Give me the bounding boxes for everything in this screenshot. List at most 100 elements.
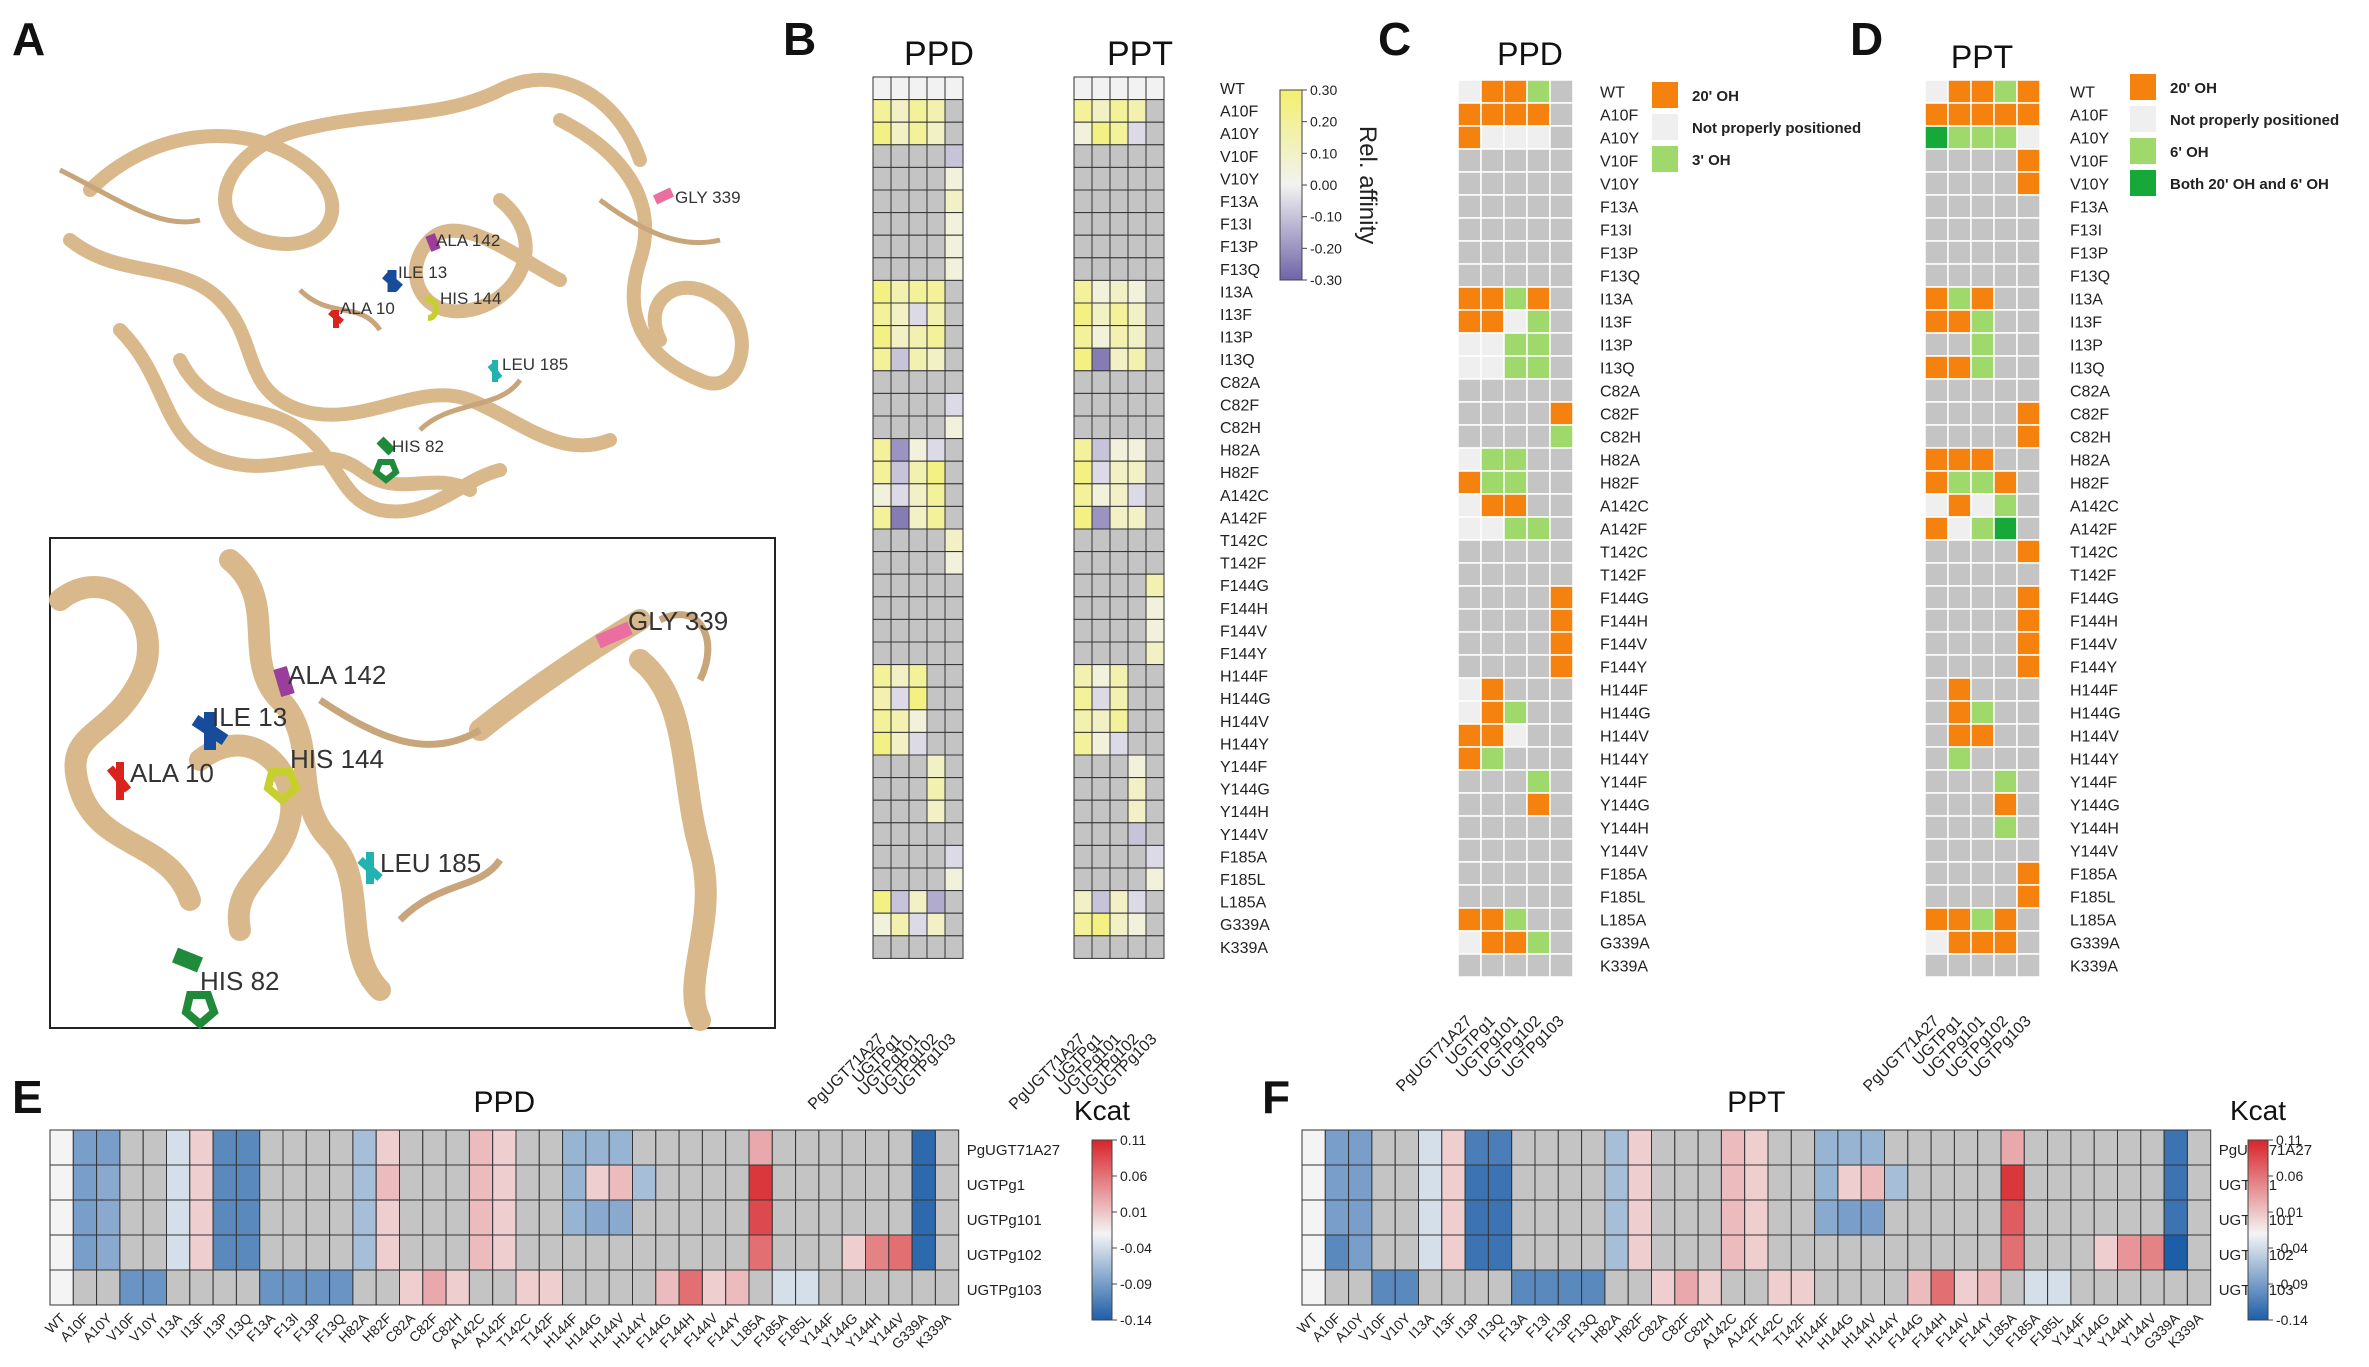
b-row-label-h144v: H144V	[1220, 714, 1269, 731]
c-cell-t142f-ugtpg101	[1503, 562, 1528, 587]
d-cell-h82f-ugtpg1	[1947, 470, 1972, 495]
c-cell-h82f-pgugt71a27	[1457, 470, 1482, 495]
d-row-label-f144y: F144Y	[2070, 659, 2117, 676]
e-cell-ugtpg1-y144f	[818, 1164, 843, 1201]
c-cell-a10y-ugtpg103	[1549, 125, 1574, 150]
b-ppt-cell-c82a-ugtpg103	[1145, 370, 1165, 394]
b-colorbar-tick-label: 0.20	[1310, 114, 1337, 130]
e-cell-pgugt71a27-f185a	[771, 1129, 797, 1166]
b-ppd-cell-h144v-ugtpg101	[908, 709, 928, 733]
d-cell-a142c-pgugt71a27	[1924, 493, 1949, 518]
highlighted-residues-zoom	[106, 621, 633, 1030]
e-cell-ugtpg103-h144g	[585, 1269, 610, 1306]
b-ppd-cell-l185a-ugtpg102	[926, 890, 946, 914]
b-ppd-cell-a142c-ugtpg103	[944, 483, 964, 507]
d-cell-y144g-ugtpg101	[1970, 792, 1995, 817]
f-cell-ugtpg102-f13a	[1511, 1234, 1536, 1271]
d-cell-i13p-pgugt71a27	[1924, 332, 1949, 357]
f-cell-ugtpg103-a142f	[1744, 1269, 1769, 1306]
d-cell-y144h-ugtpg1	[1947, 815, 1972, 840]
b-ppd-cell-h82f-ugtpg101	[908, 460, 928, 485]
d-cell-y144h-pgugt71a27	[1924, 815, 1949, 840]
b-ppt-cell-f185l-pgugt71a27	[1073, 867, 1093, 892]
f-cell-ugtpg103-f185a	[2023, 1269, 2049, 1306]
f-cell-pgugt71a27-f185a	[2023, 1129, 2049, 1166]
e-cell-ugtpg1-i13a	[166, 1164, 191, 1201]
b-ppt-cell-h82f-ugtpg1	[1091, 460, 1111, 485]
b-row-label-k339a: K339A	[1220, 940, 1268, 957]
d-cell-h144v-pgugt71a27	[1924, 723, 1949, 748]
b-ppt-cell-i13a-pgugt71a27	[1073, 279, 1093, 304]
b-ppd-cell-y144h-ugtpg103	[944, 799, 964, 824]
b-ppd-cell-y144g-ugtpg103	[944, 777, 964, 801]
d-cell-h144f-ugtpg101	[1970, 677, 1995, 702]
f-cell-ugtpg103-f13p	[1557, 1269, 1583, 1306]
d-cell-f144g-pgugt71a27	[1924, 585, 1949, 610]
d-row-label-h144f: H144F	[2070, 682, 2118, 699]
c-cell-i13q-ugtpg102	[1526, 355, 1551, 380]
c-cell-i13q-ugtpg1	[1480, 355, 1505, 380]
d-cell-l185a-pgugt71a27	[1924, 907, 1949, 932]
b-row-label-f13i: F13I	[1220, 217, 1252, 234]
f-cell-ugtpg101-h144f	[1814, 1199, 1839, 1236]
e-cell-ugtpg101-g339a	[911, 1199, 936, 1236]
b-ppt-cell-a142c-pgugt71a27	[1073, 483, 1093, 507]
e-cell-pgugt71a27-y144h	[865, 1129, 890, 1166]
f-cell-ugtpg1-h144g	[1837, 1164, 1862, 1201]
b-ppd-cell-h144g-ugtpg101	[908, 686, 928, 711]
b-ppt-cell-i13q-ugtpg102	[1127, 347, 1147, 372]
c-cell-f144y-ugtpg102	[1526, 654, 1551, 679]
d-cell-f144h-ugtpg1	[1947, 608, 1972, 633]
c-cell-f144g-ugtpg101	[1503, 585, 1528, 610]
f-cell-ugtpg101-t142f	[1790, 1199, 1816, 1236]
c-cell-h82f-ugtpg103	[1549, 470, 1574, 495]
b-ppd-cell-t142f-pgugt71a27	[872, 551, 892, 575]
f-cell-ugtpg101-f13p	[1557, 1199, 1583, 1236]
e-cell-ugtpg1-f13q	[329, 1164, 354, 1201]
c-cell-a142f-ugtpg102	[1526, 516, 1551, 541]
b-colorbar	[1279, 89, 1303, 281]
d-cell-h82f-pgugt71a27	[1924, 470, 1949, 495]
b-ppd-cell-i13p-ugtpg103	[944, 325, 964, 349]
d-legend-swatch-6-oh	[2130, 138, 2156, 164]
b-ppt-cell-i13q-ugtpg101	[1109, 347, 1129, 372]
b-ppd-cell-a142c-pgugt71a27	[872, 483, 892, 507]
d-row-label-f144h: F144H	[2070, 613, 2118, 630]
c-cell-h144y-ugtpg103	[1549, 746, 1574, 771]
c-cell-f144g-ugtpg1	[1480, 585, 1505, 610]
residue-label-ala142-overview: ALA 142	[436, 231, 500, 250]
c-cell-y144f-ugtpg103	[1549, 769, 1574, 794]
e-row-label-ugtpg101: UGTPg101	[967, 1212, 1042, 1229]
e-cell-ugtpg102-f13p	[305, 1234, 331, 1271]
b-ppt-cell-y144h-ugtpg1	[1091, 799, 1111, 824]
b-ppd-cell-h144v-ugtpg103	[944, 709, 964, 733]
c-cell-y144g-ugtpg1	[1480, 792, 1505, 817]
b-ppt-cell-i13a-ugtpg103	[1145, 279, 1165, 304]
b-ppt-cell-f13a-pgugt71a27	[1073, 189, 1093, 214]
d-cell-f13a-ugtpg103	[2016, 194, 2041, 219]
e-cell-ugtpg103-a142c	[468, 1269, 494, 1306]
c-cell-v10y-ugtpg1	[1480, 171, 1505, 196]
e-cell-ugtpg102-t142c	[515, 1234, 540, 1271]
f-cell-ugtpg1-i13a	[1418, 1164, 1443, 1201]
b-ppd-cell-i13a-ugtpg103	[944, 279, 964, 304]
f-cell-ugtpg102-y144f	[2070, 1234, 2095, 1271]
d-cell-i13p-ugtpg1	[1947, 332, 1972, 357]
d-cell-k339a-pgugt71a27	[1924, 953, 1949, 978]
d-cell-y144h-ugtpg103	[2016, 815, 2041, 840]
f-cell-ugtpg101-f13i	[1534, 1199, 1559, 1236]
c-cell-t142c-ugtpg101	[1503, 539, 1528, 564]
b-ppd-cell-h82a-ugtpg1	[890, 438, 910, 462]
f-cell-ugtpg101-a142f	[1744, 1199, 1769, 1236]
d-cell-i13q-ugtpg101	[1970, 355, 1995, 380]
residue-label-ile13-zoom: ILE 13	[212, 702, 287, 732]
e-cell-ugtpg102-wt	[49, 1234, 74, 1271]
c-cell-f185a-ugtpg103	[1549, 861, 1574, 886]
c-cell-h144y-ugtpg101	[1503, 746, 1528, 771]
b-ppd-cell-c82f-pgugt71a27	[872, 392, 892, 417]
d-cell-i13q-ugtpg102	[1993, 355, 2018, 380]
e-cell-ugtpg101-i13p	[212, 1199, 237, 1236]
c-cell-f144v-ugtpg102	[1526, 631, 1551, 656]
b-row-label-a142c: A142C	[1220, 488, 1269, 505]
f-cell-ugtpg102-y144h	[2117, 1234, 2142, 1271]
